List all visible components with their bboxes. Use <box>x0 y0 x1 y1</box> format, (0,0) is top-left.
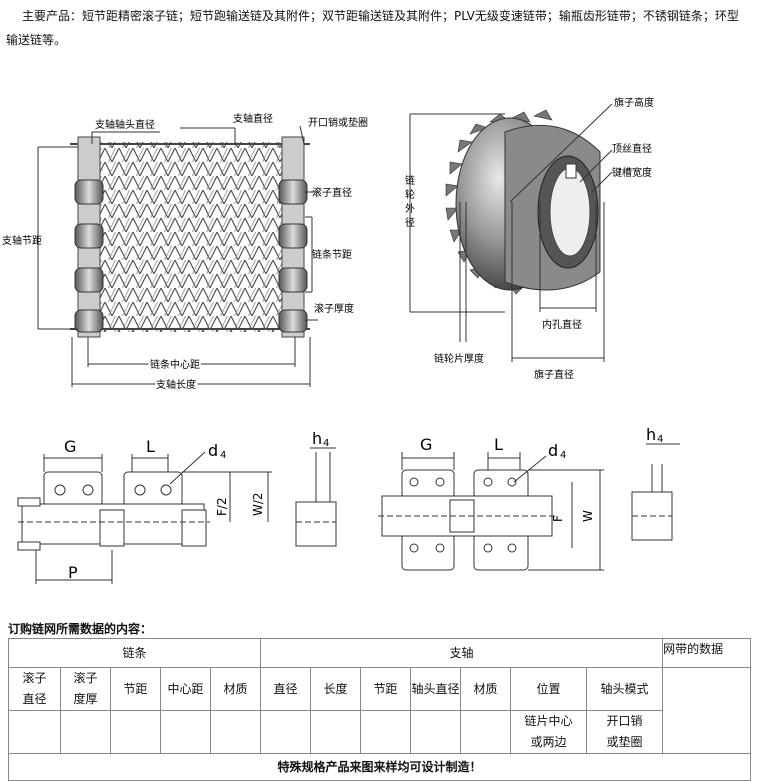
col-chain-material: 材质 <box>209 667 262 711</box>
footer-note: 特殊规格产品来图来样均可设计制造！ <box>7 753 752 781</box>
label-roller-thickness: 滚子厚度 <box>314 302 354 315</box>
group-belt: 网带的数据 <box>662 638 752 668</box>
sprocket-drawing: 旗子高度 顶丝直径 键槽宽度 链 轮 外 径 内孔直径 链轮片厚度 旗子直径 <box>405 96 654 381</box>
label-shaft-diameter: 支轴直径 <box>233 112 273 125</box>
right-chain <box>278 136 308 338</box>
group-chain: 链条 <box>7 638 262 668</box>
group-shaft: 支轴 <box>260 638 664 668</box>
sprocket-dimension-lines <box>409 103 613 362</box>
label-keyway-width: 键槽宽度 <box>612 166 652 179</box>
sprocket-teeth <box>445 109 553 295</box>
attach-right-L: L <box>494 435 503 454</box>
label-roller-diameter: 滚子直径 <box>312 186 352 199</box>
sprocket-bore-inner <box>549 167 591 257</box>
mesh-belt-drawing: 支轴轴头直径 支轴直径 开口销或垫圈 滚子直径 支轴节距 链条节距 滚子厚度 链… <box>2 112 368 393</box>
label-shaft-length: 支轴长度 <box>156 378 196 391</box>
value-row: 链片中心或两边 开口销或垫圈 <box>8 710 751 754</box>
order-spec-table: 链条 支轴 网带的数据 滚子直径 滚子度厚 节距 中心距 材质 直径 长度 节距… <box>7 638 752 781</box>
cell-chain-material <box>209 710 262 754</box>
attach-right-F: F <box>551 515 565 522</box>
col-shaft-pitch: 节距 <box>360 667 412 711</box>
col-shaft-end-mode: 轴头模式 <box>586 667 664 711</box>
footer-row: 特殊规格产品来图来样均可设计制造！ <box>7 753 752 781</box>
column-header-row: 滚子直径 滚子度厚 节距 中心距 材质 直径 长度 节距 轴头直径 材质 位置 … <box>8 667 752 754</box>
attach-left-W2: W/2 <box>251 492 265 516</box>
col-shaft-material: 材质 <box>460 667 512 711</box>
attach-left-P: P <box>68 563 78 582</box>
attach-right-G: G <box>420 435 432 454</box>
label-chain-pitch: 链条节距 <box>312 248 352 261</box>
cell-shaft-material <box>460 710 512 754</box>
label-shaft-pitch: 支轴节距 <box>2 234 42 247</box>
label-chain-center-distance: 链条中心距 <box>150 358 200 371</box>
attach-left-F2: F/2 <box>215 497 229 516</box>
attachment-right-drawing <box>378 443 680 571</box>
cell-shaft-length <box>310 710 362 754</box>
cell-chain-pitch <box>110 710 161 754</box>
attach-left-h: h <box>312 429 322 448</box>
svg-text:径: 径 <box>405 216 415 229</box>
attachment-left-labels: G L d 4 P F/2 W/2 h 4 <box>64 429 329 582</box>
label-thread-top-diameter: 顶丝直径 <box>612 142 652 155</box>
cell-position: 链片中心或两边 <box>510 710 588 754</box>
attach-left-G: G <box>64 437 76 456</box>
label-sprocket-outer-diameter: 链 轮 外 径 <box>405 174 415 229</box>
col-shaft-diameter: 直径 <box>260 667 312 711</box>
intro-text: 主要产品：短节距精密滚子链；短节跑输送链及其附件；双节距输送链及其附件；PLV无… <box>6 4 766 52</box>
cell-shaft-end-mode: 开口销或垫圈 <box>586 710 664 754</box>
label-shaft-end-diameter: 支轴轴头直径 <box>95 118 155 131</box>
col-shaft-length: 长度 <box>310 667 362 711</box>
mesh-dimension-lines <box>37 125 318 387</box>
cell-roller-diameter <box>8 710 61 754</box>
col-chain-pitch: 节距 <box>110 667 161 711</box>
cell-shaft-pitch <box>360 710 412 754</box>
attach-right-h: h <box>646 425 656 444</box>
cell-center-distance <box>160 710 211 754</box>
col-center-distance: 中心距 <box>160 667 211 711</box>
attach-right-d: d <box>548 441 558 460</box>
intro-line-1: 主要产品：短节距精密滚子链；短节跑输送链及其附件；双节距输送链及其附件；PLV无… <box>22 9 739 23</box>
cell-shaft-end-diameter <box>410 710 462 754</box>
left-chain <box>74 136 104 338</box>
attachment-right-labels: G L d 4 F W h 4 <box>420 425 663 522</box>
label-sprocket-thickness: 链轮片厚度 <box>434 352 484 365</box>
attachment-left-drawing <box>17 447 337 584</box>
svg-text:轮: 轮 <box>405 188 415 201</box>
cell-roller-thickness <box>60 710 111 754</box>
label-flag-height: 旗子高度 <box>614 96 654 109</box>
mesh-belt <box>78 142 303 332</box>
keyway <box>565 163 577 179</box>
label-cotter-or-washer: 开口销或垫圈 <box>308 116 368 129</box>
attach-left-d-sub: 4 <box>220 450 226 461</box>
attach-left-L: L <box>146 437 155 456</box>
attach-right-d-sub: 4 <box>560 450 566 461</box>
col-roller-thickness: 滚子度厚 <box>60 667 111 711</box>
attach-right-h-sub: 4 <box>657 434 663 445</box>
technical-figures: 支轴轴头直径 支轴直径 开口销或垫圈 滚子直径 支轴节距 链条节距 滚子厚度 链… <box>2 96 680 584</box>
belt-data-cell <box>662 667 752 754</box>
shafts <box>70 143 310 330</box>
col-position: 位置 <box>510 667 588 711</box>
attach-right-W: W <box>581 510 595 522</box>
group-header-row: 链条 支轴 网带的数据 <box>7 638 752 668</box>
label-flag-diameter: 旗子直径 <box>534 368 574 381</box>
svg-text:链: 链 <box>405 174 415 187</box>
col-roller-diameter: 滚子直径 <box>8 667 61 711</box>
label-bore-diameter: 内孔直径 <box>542 318 582 331</box>
order-title: 订购链网所需数据的内容： <box>8 622 153 636</box>
intro-line-2: 输送链等。 <box>6 33 67 47</box>
attach-left-h-sub: 4 <box>323 438 329 449</box>
cell-shaft-diameter <box>260 710 312 754</box>
svg-text:外: 外 <box>405 203 415 215</box>
col-shaft-end-diameter: 轴头直径 <box>410 667 462 711</box>
attach-left-d: d <box>208 441 218 460</box>
